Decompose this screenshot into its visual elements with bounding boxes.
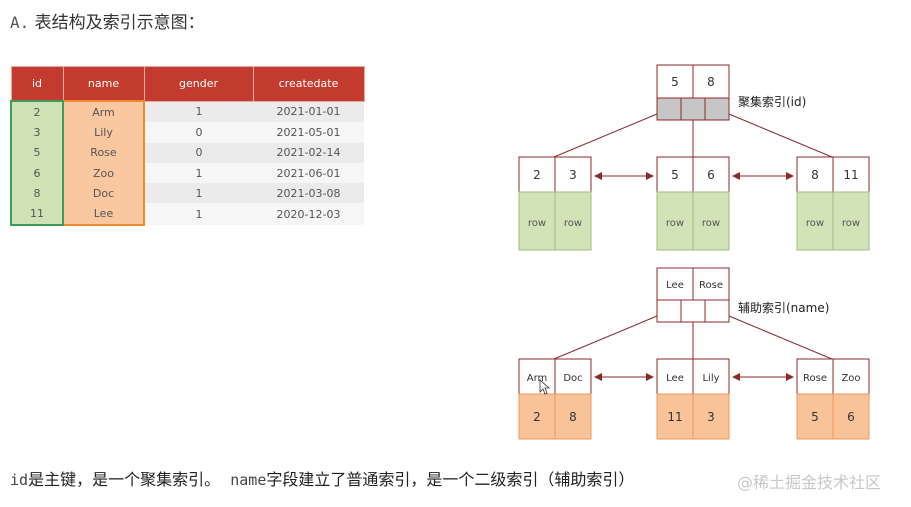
leaf-value: 3 [707,410,715,424]
leaf-key: Lee [666,373,684,384]
cell-name: Doc [62,183,145,204]
table-row: 6 Zoo 1 2021-06-01 [10,162,364,184]
secondary-leaf-node: Lee Lily 11 3 [656,358,730,440]
cell-gender: 1 [144,203,253,225]
table-row: 5 Rose 0 2021-02-14 [10,142,364,163]
leaf-key: 6 [707,168,715,182]
leaf-key: Zoo [841,373,860,384]
secondary-index-label: 辅助索引(name) [738,301,829,315]
leaf-key: Lily [702,373,719,384]
cell-createdate: 2020-12-03 [253,203,364,225]
leaf-value: 11 [667,410,682,424]
cell-name: Lee [62,203,145,226]
cell-createdate: 2021-01-01 [253,101,364,123]
secondary-root-key: Rose [699,280,723,291]
cell-id: 3 [10,122,64,143]
leaf-key: 2 [533,168,541,182]
caption-name-term: name [230,471,267,489]
caption-part1: 是主键，是一个聚集索引。 [28,470,221,489]
col-header-id: id [10,66,64,102]
secondary-root-node: Lee Rose [656,267,730,323]
cell-id: 8 [10,183,64,204]
cell-name: Lily [62,122,145,143]
clustered-leaf-node: 8 11 row row [796,156,870,251]
table-row: 2 Arm 1 2021-01-01 [10,99,364,123]
mouse-cursor-icon [539,379,551,395]
col-header-gender: gender [143,66,254,102]
cell-id: 11 [10,203,64,226]
heading-prefix: A. [10,13,30,32]
clustered-root-node: 5 8 [656,64,730,121]
leaf-key: Doc [563,373,582,384]
clustered-leaf-node: 5 6 row row [656,156,730,251]
pointer-cell [656,97,730,121]
cell-gender: 1 [144,162,253,184]
table-row: 11 Lee 1 2020-12-03 [10,203,364,226]
secondary-leaf-node: Arm Doc 2 8 [518,358,592,440]
cell-name: Zoo [62,162,145,184]
cell-createdate: 2021-05-01 [253,122,364,143]
leaf-key: Rose [803,373,827,384]
leaf-value: row [666,218,684,229]
leaf-key: 11 [843,168,858,182]
leaf-value: 8 [569,410,577,424]
leaf-value: row [702,218,720,229]
cell-createdate: 2021-03-08 [253,183,364,204]
heading-title: 表结构及索引示意图： [34,13,205,33]
leaf-key: Arm [527,373,548,384]
cell-gender: 0 [144,122,253,143]
secondary-root-key: Lee [666,280,684,291]
cell-id: 5 [10,142,64,163]
table-row: 8 Doc 1 2021-03-08 [10,183,364,204]
clustered-root-key: 5 [671,75,679,89]
cell-gender: 0 [144,142,253,163]
cell-name: Rose [62,142,145,163]
secondary-edges [553,310,833,360]
clustered-index-label: 聚集索引(id) [738,94,806,109]
leaf-key: 3 [569,168,577,182]
leaf-value: row [842,218,860,229]
cell-createdate: 2021-06-01 [253,162,364,184]
cell-createdate: 2021-02-14 [253,142,364,163]
pointer-cell [656,299,730,323]
leaf-value: row [528,218,546,229]
cell-id: 6 [10,162,64,184]
secondary-leaf-node: Rose Zoo 5 6 [796,358,870,440]
watermark: @稀土掘金技术社区 [737,473,882,492]
leaf-key: 5 [671,168,679,182]
leaf-value: row [806,218,824,229]
secondary-index-tree: Lee Rose 辅助索引(name) Arm Doc 2 8 Lee Lily… [518,267,870,440]
cell-gender: 1 [144,101,253,123]
leaf-value: 2 [533,410,541,424]
clustered-edges [553,108,833,158]
leaf-value: row [564,218,582,229]
page-heading: A. 表结构及索引示意图： [10,8,205,33]
clustered-index-tree: 5 8 聚集索引(id) 2 3 row row 5 6 row row [518,64,870,251]
caption: id是主键，是一个聚集索引。 name字段建立了普通索引，是一个二级索引（辅助索… [10,466,634,490]
leaf-value: 6 [847,410,855,424]
col-header-createdate: createdate [252,66,365,102]
table-row: 3 Lily 0 2021-05-01 [10,122,364,143]
cell-id: 2 [10,99,64,123]
caption-part2: 字段建立了普通索引，是一个二级索引（辅助索引） [266,470,635,489]
caption-id-term: id [10,471,29,489]
leaf-key: 8 [811,168,819,182]
clustered-root-key: 8 [707,75,715,89]
leaf-value: 5 [811,410,819,424]
col-header-name: name [62,66,145,102]
cell-name: Arm [62,99,145,123]
cell-gender: 1 [144,183,253,204]
user-table: id name gender createdate 2 Arm 1 2021-0… [10,66,365,226]
clustered-leaf-node: 2 3 row row [518,156,592,251]
